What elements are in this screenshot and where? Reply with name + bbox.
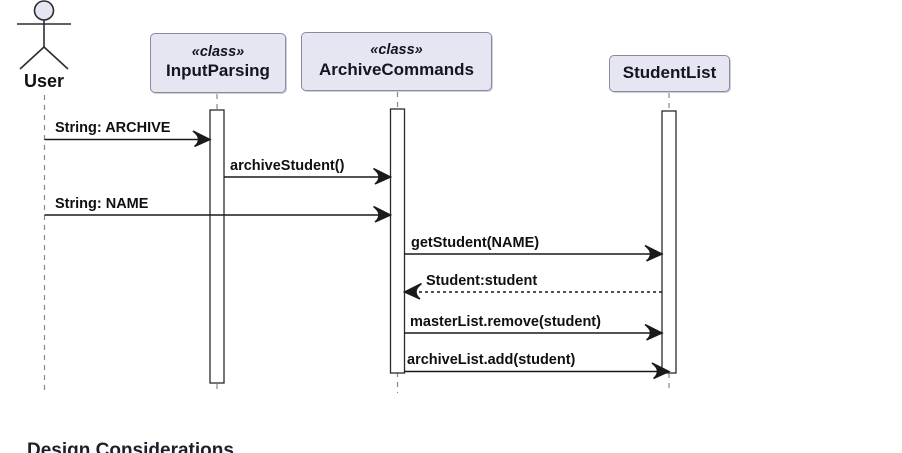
participant-inputparsing: «class» InputParsing <box>150 33 286 93</box>
message-label-getstudent: getStudent(NAME) <box>411 235 540 251</box>
participant-name: StudentList <box>622 63 717 83</box>
message-label-archivelist-add: archiveList.add(student) <box>407 352 576 368</box>
participant-name: InputParsing <box>166 61 270 81</box>
participant-studentlist: StudentList <box>609 55 730 92</box>
participant-stereotype: «class» <box>191 43 245 60</box>
actor-user-label: User <box>23 71 65 91</box>
participant-name: ArchiveCommands <box>319 59 474 79</box>
message-label-archivestudent: archiveStudent() <box>230 158 345 174</box>
user-actor-icon <box>17 0 71 70</box>
message-label-string-archive: String: ARCHIVE <box>55 120 171 136</box>
message-label-student-return: Student:student <box>426 273 538 289</box>
message-arrows <box>44 130 670 380</box>
activation-bars <box>209 108 677 384</box>
message-label-masterlist-remove: masterList.remove(student) <box>410 314 601 330</box>
section-heading: Design Considerations <box>27 440 234 453</box>
participant-stereotype: «class» <box>370 42 423 59</box>
activation-studentlist <box>661 110 677 374</box>
participant-archivecommands: «class» ArchiveCommands <box>301 32 492 91</box>
activation-inputparsing <box>209 109 225 384</box>
message-label-string-name: String: NAME <box>55 196 149 212</box>
activation-archivecommands <box>389 108 406 374</box>
lifelines <box>43 92 670 395</box>
